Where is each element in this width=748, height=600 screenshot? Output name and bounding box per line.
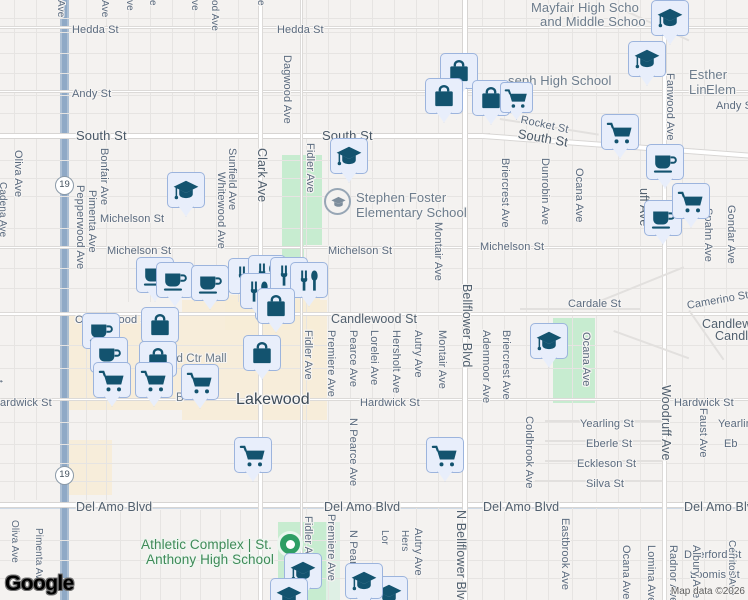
street-hedda xyxy=(0,26,748,29)
highway-shield-19: 19 xyxy=(55,466,74,485)
map-pin-grocery[interactable] xyxy=(601,114,639,159)
shopping-bag-icon xyxy=(253,341,271,363)
coffee-cup-icon xyxy=(198,276,222,294)
grocery-cart-icon xyxy=(504,88,527,108)
shopping-bag-icon xyxy=(482,86,500,108)
school-icon xyxy=(276,586,302,600)
grocery-cart-icon xyxy=(239,445,265,466)
school-icon xyxy=(657,8,683,27)
street-andy xyxy=(0,90,748,93)
map-attribution: Map data ©2026 xyxy=(670,586,745,597)
map-pin-grocery[interactable] xyxy=(426,437,464,482)
park-area xyxy=(326,522,340,600)
grocery-cart-icon xyxy=(677,191,703,212)
school-icon xyxy=(336,146,362,165)
school-icon xyxy=(173,180,199,199)
grocery-cart-icon xyxy=(431,445,457,466)
highway-shield-19: 19 xyxy=(55,176,74,195)
map-pin-school[interactable] xyxy=(330,138,368,183)
street-michelson xyxy=(0,246,748,249)
map-pin-shopping[interactable] xyxy=(257,288,295,333)
coffee-cup-icon xyxy=(653,155,677,173)
restaurant-icon xyxy=(300,270,318,291)
shopping-bag-icon xyxy=(450,59,468,81)
map-pin-coffee[interactable] xyxy=(646,144,684,189)
map-pin-coffee[interactable] xyxy=(191,265,229,310)
map-pin-grocery[interactable] xyxy=(500,82,533,120)
map-pin-grocery[interactable] xyxy=(181,364,219,409)
map-pin-shopping[interactable] xyxy=(243,335,281,380)
map-pin-coffee[interactable] xyxy=(156,262,194,307)
school-icon xyxy=(290,561,316,580)
grocery-cart-icon xyxy=(98,370,124,391)
map-pin-restaurant[interactable] xyxy=(290,262,328,307)
poi-marker-stephen-foster[interactable] xyxy=(324,188,351,215)
school-icon xyxy=(536,331,562,350)
grocery-cart-icon xyxy=(606,122,632,143)
map-pin-shopping[interactable] xyxy=(141,307,179,352)
google-logo[interactable]: Google xyxy=(5,572,74,595)
street-candlewood xyxy=(0,312,748,316)
school-icon xyxy=(331,196,346,207)
street-hardwick xyxy=(0,398,748,401)
grocery-cart-icon xyxy=(140,370,166,391)
school-icon xyxy=(634,49,660,68)
map-pin-grocery[interactable] xyxy=(135,362,173,407)
grocery-cart-icon xyxy=(186,372,212,393)
map-pin-school[interactable] xyxy=(651,0,689,45)
map-pin-school[interactable] xyxy=(167,172,205,217)
map-pin-grocery[interactable] xyxy=(672,183,710,228)
park-area xyxy=(282,155,304,260)
map-pin-school[interactable] xyxy=(270,578,308,600)
shopping-bag-icon xyxy=(151,313,169,335)
map-pin-school[interactable] xyxy=(530,323,568,368)
map-pin-school[interactable] xyxy=(345,563,383,600)
map-pin-grocery[interactable] xyxy=(93,362,131,407)
highway-19-core xyxy=(62,0,67,600)
street-woodruff xyxy=(662,0,667,600)
shopping-bag-icon xyxy=(435,84,453,106)
street-south xyxy=(0,133,490,139)
map-pin-grocery[interactable] xyxy=(234,437,272,482)
street-del-amo xyxy=(0,502,748,508)
map-pin-shopping[interactable] xyxy=(425,78,463,123)
map-pin-school[interactable] xyxy=(628,41,666,86)
street-bellflower xyxy=(462,0,468,600)
school-icon xyxy=(351,571,377,590)
street-fidler xyxy=(300,0,303,600)
shopping-bag-icon xyxy=(267,294,285,316)
coffee-cup-icon xyxy=(163,273,187,291)
